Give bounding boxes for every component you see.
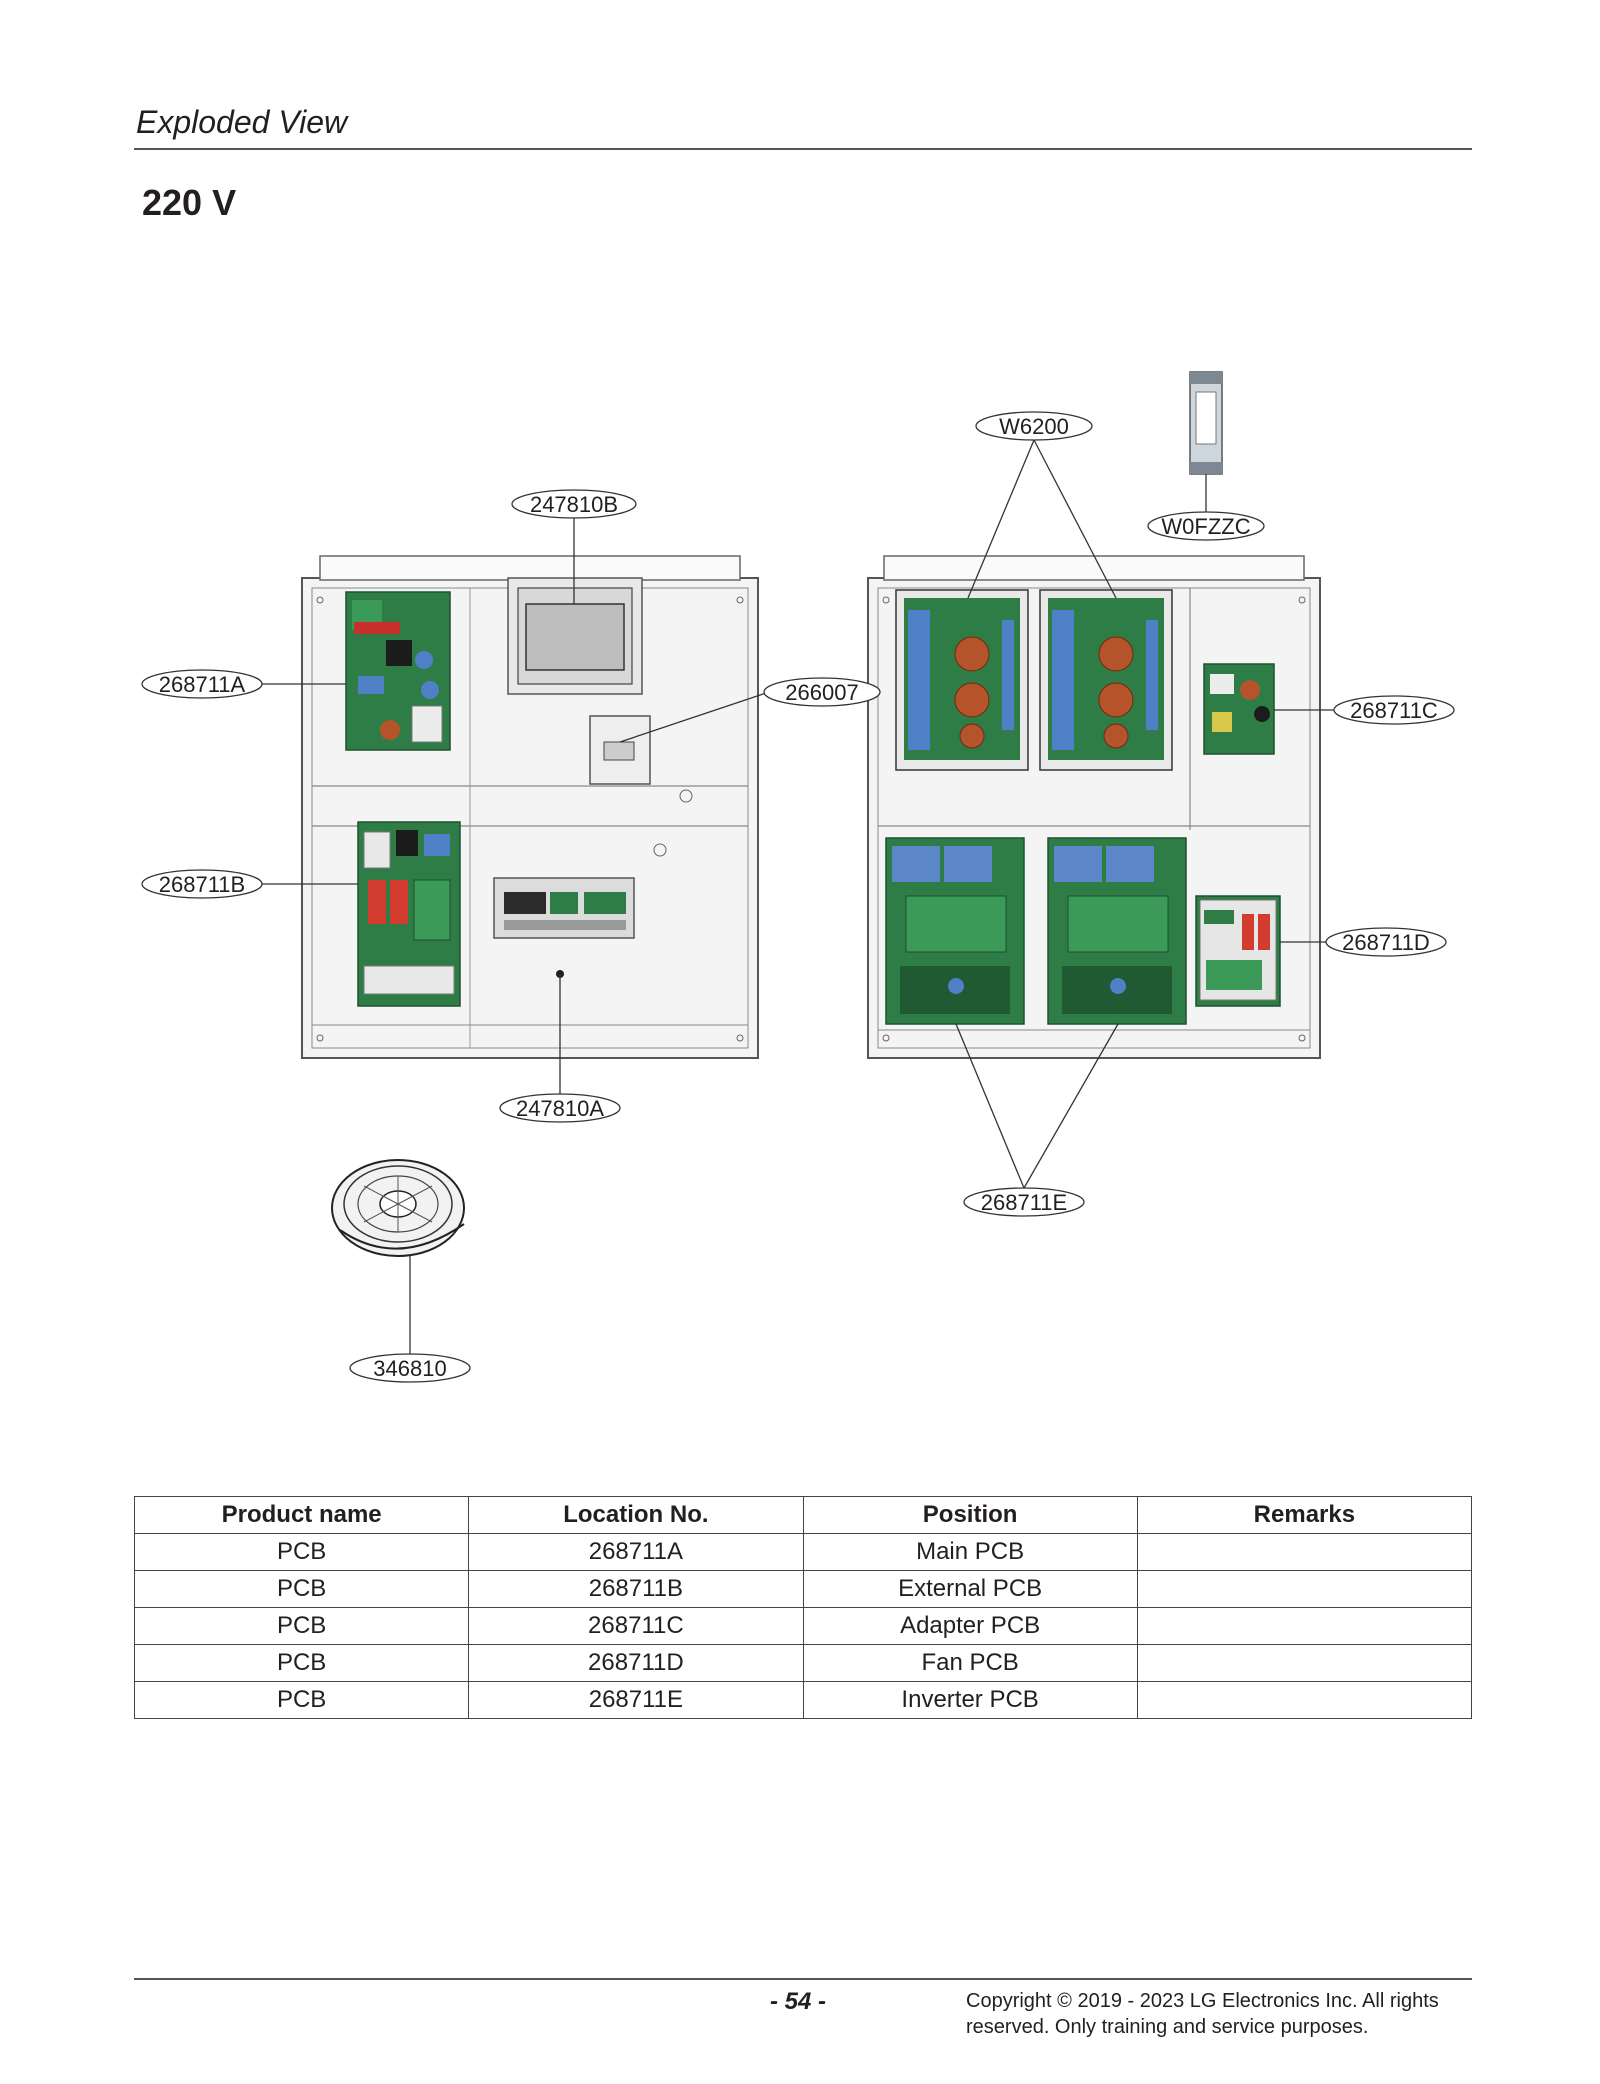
column-header-position: Position: [802, 1496, 1138, 1534]
voltage-heading: 220 V: [142, 182, 237, 223]
position-cell: Adapter PCB: [802, 1607, 1138, 1645]
callout-247810A: 247810A: [499, 1093, 621, 1123]
product-name-cell: PCB: [133, 1533, 470, 1571]
copyright-line-2: reserved. Only training and service purp…: [966, 2016, 1369, 2038]
location-no-cell: 268711B: [468, 1570, 804, 1608]
product-name-cell: PCB: [133, 1644, 470, 1682]
svg-text:268711A: 268711A: [159, 672, 246, 697]
svg-text:247810B: 247810B: [530, 492, 618, 517]
svg-text:268711E: 268711E: [981, 1190, 1067, 1215]
table-row: PCB 268711E Inverter PCB: [133, 1681, 1473, 1719]
remarks-cell: [1136, 1533, 1473, 1571]
callout-268711A: 268711A: [141, 669, 263, 699]
svg-text:268711D: 268711D: [1342, 930, 1430, 955]
exploded-view-diagram: 247810B 268711A 266007 268711B 247810A 3…: [141, 371, 1455, 1383]
copyright-notice: Copyright © 2019 - 2023 LG Electronics I…: [966, 1988, 1466, 2040]
svg-text:346810: 346810: [373, 1356, 446, 1381]
callout-W0FZZC: W0FZZC: [1147, 511, 1265, 541]
right-inverter-box: [867, 555, 1321, 1059]
position-cell: External PCB: [802, 1570, 1138, 1608]
location-no-cell: 268711E: [468, 1681, 804, 1719]
table-header-row: Product name Location No. Position Remar…: [133, 1496, 1473, 1534]
footer-divider: [134, 1978, 1472, 1980]
table-row: PCB 268711D Fan PCB: [133, 1644, 1473, 1682]
remarks-cell: [1136, 1570, 1473, 1608]
location-no-cell: 268711A: [468, 1533, 804, 1571]
svg-text:266007: 266007: [785, 680, 858, 705]
callout-266007: 266007: [763, 677, 881, 707]
remarks-cell: [1136, 1607, 1473, 1645]
section-title: Exploded View: [136, 104, 348, 140]
header-divider: [134, 148, 1472, 150]
left-control-box: [301, 555, 759, 1059]
remarks-cell: [1136, 1644, 1473, 1682]
svg-text:247810A: 247810A: [516, 1096, 604, 1121]
table-row: PCB 268711B External PCB: [133, 1570, 1473, 1608]
fuse-part: [1189, 371, 1223, 475]
svg-text:W0FZZC: W0FZZC: [1161, 514, 1250, 539]
column-header-product-name: Product name: [133, 1496, 470, 1534]
callout-346810: 346810: [349, 1353, 471, 1383]
product-name-cell: PCB: [133, 1570, 470, 1608]
callout-268711C: 268711C: [1333, 695, 1455, 725]
column-header-location-no: Location No.: [468, 1496, 804, 1534]
callout-268711B: 268711B: [141, 869, 263, 899]
parts-table: Product name Location No. Position Remar…: [133, 1496, 1473, 1719]
product-name-cell: PCB: [133, 1681, 470, 1719]
table-row: PCB 268711C Adapter PCB: [133, 1607, 1473, 1645]
position-cell: Fan PCB: [802, 1644, 1138, 1682]
location-no-cell: 268711D: [468, 1644, 804, 1682]
callout-W6200: W6200: [975, 411, 1093, 441]
callout-268711D: 268711D: [1325, 927, 1447, 957]
table-row: PCB 268711A Main PCB: [133, 1533, 1473, 1571]
svg-text:W6200: W6200: [999, 414, 1069, 439]
copyright-line-1: Copyright © 2019 - 2023 LG Electronics I…: [966, 1990, 1439, 2012]
page-number: - 54 -: [770, 1988, 827, 2015]
svg-text:268711C: 268711C: [1350, 698, 1438, 723]
position-cell: Main PCB: [802, 1533, 1138, 1571]
position-cell: Inverter PCB: [802, 1681, 1138, 1719]
svg-text:268711B: 268711B: [159, 872, 245, 897]
remarks-cell: [1136, 1681, 1473, 1719]
callout-247810B: 247810B: [511, 489, 637, 519]
location-no-cell: 268711C: [468, 1607, 804, 1645]
product-name-cell: PCB: [133, 1607, 470, 1645]
fan-part: [331, 1159, 465, 1257]
leader-lines: [260, 439, 1334, 1354]
callout-268711E: 268711E: [963, 1187, 1085, 1217]
column-header-remarks: Remarks: [1136, 1496, 1473, 1534]
